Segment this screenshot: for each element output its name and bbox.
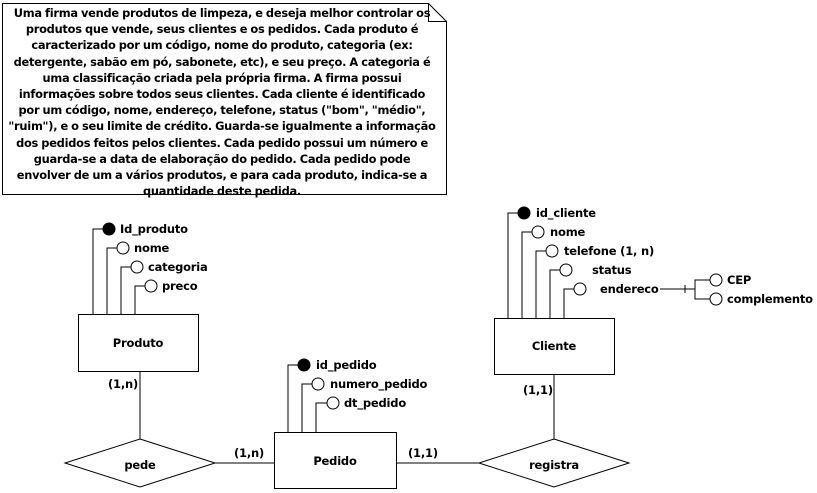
attr-produto-categoria: categoria (148, 260, 208, 274)
card-cliente-registra: (1,1) (523, 383, 553, 397)
entity-produto-box (78, 314, 199, 372)
rel-pede-diamond (63, 438, 217, 488)
produto-attr-circle (116, 241, 130, 255)
rel-pede-name: pede (124, 458, 156, 472)
cliente-attr-circle (573, 282, 587, 296)
produto-attr-circle (144, 279, 158, 293)
attr-id-cliente: id_cliente (536, 206, 596, 220)
endereco-sub-attr-circle (709, 273, 723, 287)
note-box (2, 3, 447, 195)
entity-cliente-box (494, 318, 615, 375)
attr-cliente-telefone: telefone (1, n) (564, 244, 655, 258)
cliente-key-attr-circle (517, 206, 531, 220)
cliente-attr-circle (559, 263, 573, 277)
attr-dt-pedido: dt_pedido (344, 396, 407, 410)
entity-cliente-name: Cliente (531, 339, 577, 353)
rel-registra-name: registra (529, 458, 579, 472)
entity-pedido-name: Pedido (313, 454, 357, 468)
produto-key-attr-circle (102, 222, 116, 236)
attr-cliente-status: status (592, 263, 632, 277)
card-pedido-pede: (1,n) (234, 446, 265, 460)
cliente-attr-circle (545, 244, 559, 258)
card-produto-pede: (1,n) (108, 377, 139, 391)
pedido-attr-circle (326, 396, 340, 410)
attr-cliente-nome: nome (550, 225, 586, 239)
endereco-sub-attr-circle (709, 292, 723, 306)
attr-id-pedido: id_pedido (316, 358, 377, 372)
attr-endereco-cep: CEP (727, 273, 752, 287)
attr-numero-pedido: numero_pedido (330, 377, 428, 391)
cliente-attr-circle (531, 225, 545, 239)
produto-attr-circle (130, 260, 144, 274)
attr-produto-nome: nome (134, 241, 170, 255)
pedido-attr-circle (311, 377, 325, 391)
entity-pedido-box (274, 432, 397, 489)
pedido-key-attr-circle (297, 358, 311, 372)
attr-produto-preco: preco (162, 279, 198, 293)
rel-registra-diamond (477, 438, 631, 488)
note-fold (428, 3, 447, 22)
card-pedido-registra: (1,1) (408, 446, 438, 460)
attr-cliente-endereco: endereco (600, 282, 659, 296)
requirements-note-text: Uma firma vende produtos de limpeza, e d… (8, 6, 436, 199)
attr-endereco-complemento: complemento (727, 292, 813, 306)
attr-id-produto: Id_produto (120, 222, 188, 236)
entity-produto-name: Produto (112, 336, 164, 350)
endereco-composite-branch (685, 279, 710, 300)
